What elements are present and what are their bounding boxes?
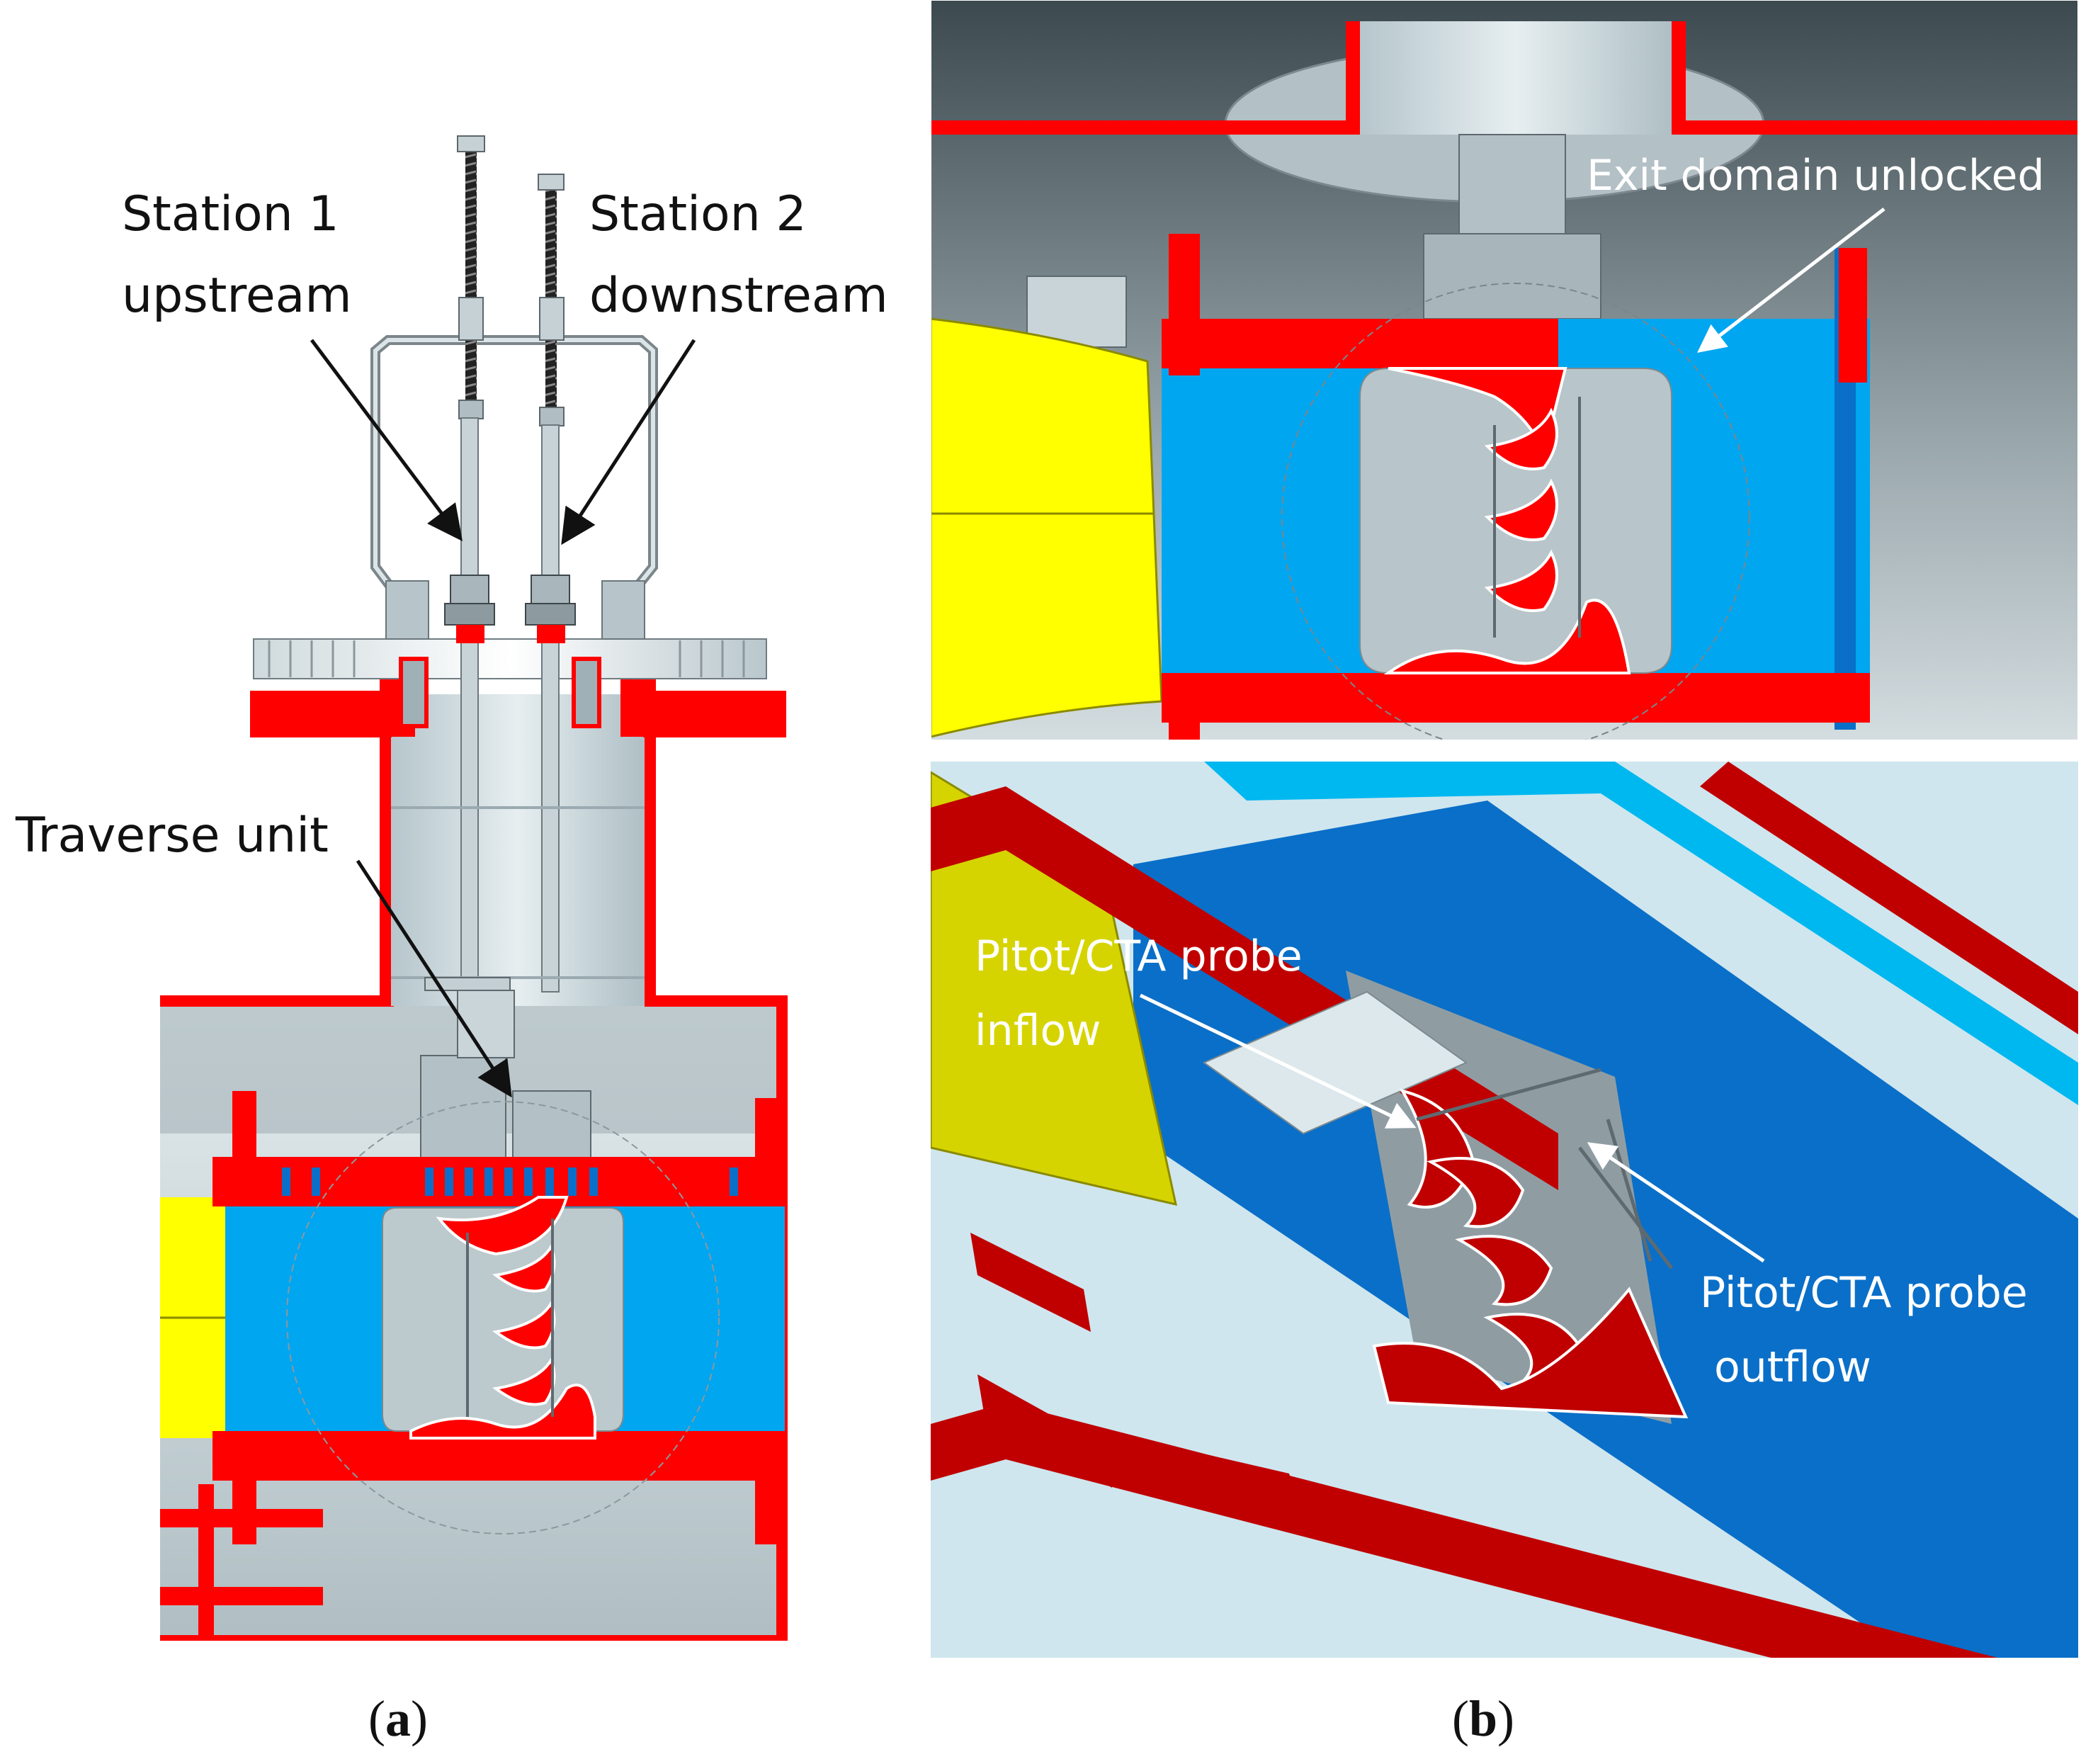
- rod-1-mid-nut: [458, 400, 484, 419]
- bracket-foot-right: [601, 580, 645, 640]
- bracket-frame-inner: [373, 338, 655, 597]
- caption-a-letter: a: [385, 1690, 411, 1747]
- flange-right-upper: [755, 1098, 785, 1169]
- b-top-red-flange-left-low: [1169, 673, 1200, 740]
- b-bottom-light-block: [1202, 990, 1468, 1135]
- rod-2-mid-nut: [539, 407, 565, 426]
- flange-disc: [253, 638, 767, 679]
- cascade-blades: [409, 1196, 596, 1440]
- caption-a-open: (: [368, 1690, 385, 1747]
- flange-left-upper: [232, 1091, 256, 1162]
- pipe-wall-left: [380, 694, 391, 1006]
- b-top-window-circle: [1281, 283, 1750, 740]
- flange-section-left: [250, 691, 392, 737]
- caption-b-close: ): [1497, 1690, 1514, 1747]
- label-traverse-unit: Traverse unit: [15, 808, 329, 864]
- b-bottom-blades: [1372, 1088, 1689, 1419]
- probe-shaft-2: [541, 424, 560, 993]
- label-station2-line2: downstream: [589, 268, 888, 324]
- cascade-window: [382, 1207, 624, 1432]
- housing-top-right: [645, 995, 788, 1007]
- panel-b-top: Exit domain unlocked: [931, 0, 2078, 740]
- caption-b-open: (: [1452, 1690, 1469, 1747]
- b-bottom-probe-1: [1416, 1068, 1601, 1121]
- flange-section-right: [643, 691, 786, 737]
- b-top-blades: [1383, 367, 1631, 674]
- strut-2: [160, 1587, 323, 1605]
- b-top-red-flange-right: [1839, 248, 1867, 383]
- flange-teeth: [268, 640, 745, 677]
- fitting-1: [444, 575, 495, 643]
- arrow-icon: [1697, 208, 1886, 354]
- traverse-block-right: [512, 1090, 591, 1159]
- b-top-red-flange-left: [1169, 234, 1200, 375]
- strut-vert: [198, 1484, 214, 1640]
- label-outflow-line1: Pitot/CTA probe: [1700, 1268, 2028, 1318]
- b-top-frame-right: [1672, 21, 2078, 135]
- caption-a-close: ): [411, 1690, 428, 1747]
- housing-top-left: [160, 995, 394, 1007]
- rod-1-thread: [465, 149, 477, 404]
- arrow-icon: [356, 859, 512, 1098]
- b-top-border: [930, 0, 2079, 741]
- label-exit-domain: Exit domain unlocked: [1587, 151, 2045, 200]
- panel-b-bottom: Pitot/CTA probe inflow Pitot/CTA probe o…: [931, 762, 2078, 1658]
- bracket-foot-left: [385, 580, 429, 640]
- b-top-red-bottom-wall: [1162, 673, 1870, 723]
- label-inflow-line1: Pitot/CTA probe: [975, 932, 1303, 981]
- label-station1-line2: upstream: [122, 268, 352, 324]
- caption-a: (a): [368, 1690, 428, 1747]
- lower-bottom-edge: [160, 1635, 788, 1641]
- test-top-wall: [212, 1157, 785, 1206]
- b-top-pipe: [1360, 21, 1672, 135]
- label-inflow-line2: inflow: [975, 1006, 1101, 1056]
- b-top-yellow: [931, 317, 1163, 738]
- fitting-left: [399, 657, 429, 728]
- b-bottom-cyan-rim: [1204, 762, 2078, 1105]
- b-bottom-fixture: [970, 1233, 1112, 1488]
- vertical-pipe: [391, 694, 645, 1006]
- flange-right-lower: [755, 1477, 785, 1544]
- b-bottom-red-edge-right: [1700, 762, 2078, 1034]
- b-top-frame: [931, 21, 1360, 135]
- caption-b-letter: b: [1469, 1690, 1497, 1747]
- top-wall-holes: [282, 1167, 738, 1196]
- arrow-icon: [1139, 993, 1417, 1129]
- fitting-right: [572, 657, 601, 728]
- panel-a: Station 1 upstream Station 2 downstream …: [15, 135, 888, 1747]
- probe-shaft-1: [460, 417, 479, 993]
- label-station2-line1: Station 2: [589, 186, 807, 242]
- fitting-2: [525, 575, 576, 643]
- b-bottom-fixture-pin: [1105, 1431, 1296, 1495]
- arrow-icon: [1587, 1142, 1765, 1263]
- caption-b: (b): [1452, 1690, 1514, 1747]
- rod-2-top-nut: [538, 174, 565, 191]
- label-station1-line1: Station 1: [122, 186, 339, 242]
- window-circle: [286, 1101, 720, 1534]
- pipe-wall-right: [645, 694, 656, 1006]
- rod-1-top-nut: [457, 135, 485, 152]
- b-top-stem: [1458, 134, 1566, 234]
- traverse-stem: [457, 990, 515, 1058]
- label-outflow-line2: outflow: [1714, 1342, 1871, 1392]
- arrow-icon: [310, 339, 463, 541]
- rod-2-collar: [539, 297, 565, 341]
- strut-1: [160, 1509, 323, 1527]
- arrow-icon: [561, 339, 696, 545]
- rod-1-collar: [458, 297, 484, 341]
- b-top-block: [1423, 233, 1601, 320]
